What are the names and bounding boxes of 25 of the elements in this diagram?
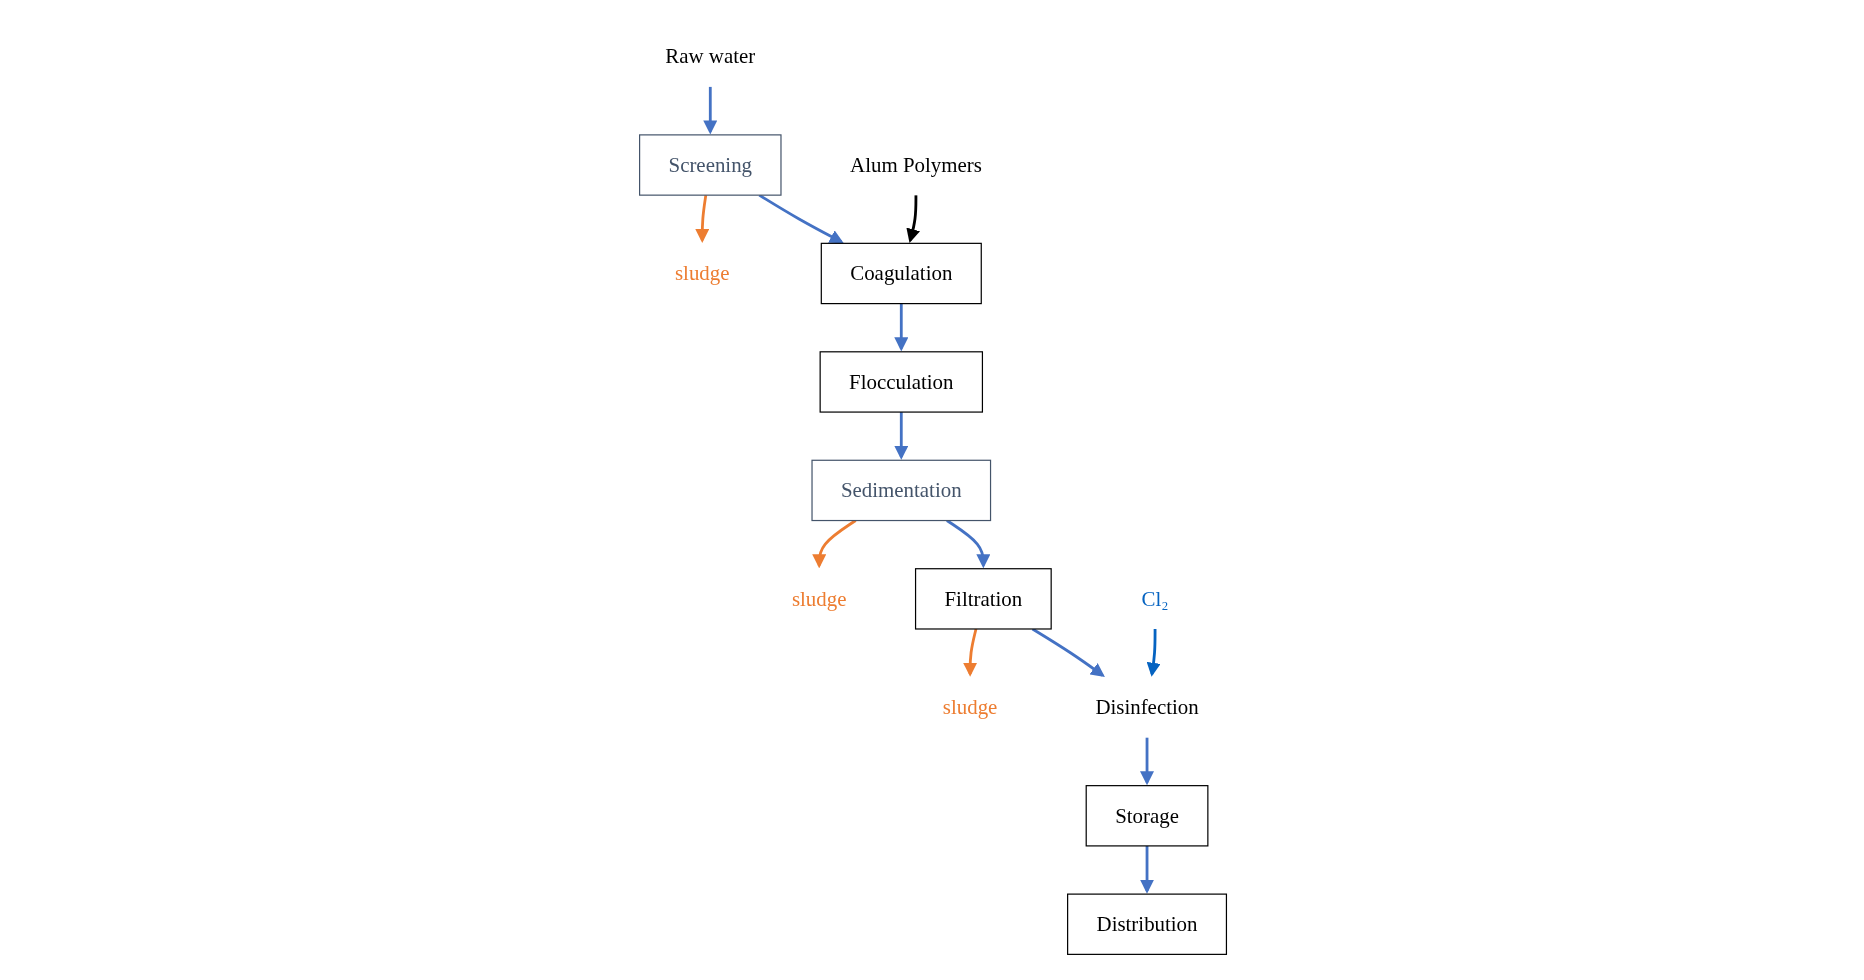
arrow bbox=[906, 194, 920, 243]
node-text: Raw water bbox=[665, 44, 756, 68]
arrow bbox=[1140, 845, 1155, 894]
node-box: Storage bbox=[1085, 784, 1209, 847]
arrow bbox=[894, 411, 909, 460]
arrow bbox=[703, 86, 718, 135]
node-box: Filtration bbox=[914, 567, 1052, 630]
node-box: Sedimentation bbox=[811, 459, 992, 521]
arrow bbox=[963, 628, 978, 677]
arrow bbox=[1146, 628, 1161, 677]
arrow bbox=[758, 193, 844, 243]
node-box: Screening bbox=[639, 133, 782, 196]
arrow bbox=[894, 303, 909, 351]
arrow bbox=[695, 194, 710, 243]
node-text: sludge bbox=[674, 261, 730, 285]
node-box: Flocculation bbox=[819, 350, 984, 413]
node-text: Disinfection bbox=[1095, 695, 1199, 719]
node-text: Alum Polymers bbox=[850, 152, 982, 177]
arrow bbox=[1031, 627, 1105, 677]
node-box: Distribution bbox=[1067, 893, 1228, 955]
node-box: Coagulation bbox=[820, 242, 982, 304]
node-text: sludge bbox=[791, 586, 847, 611]
node-text: sludge bbox=[942, 695, 998, 719]
arrow bbox=[1140, 737, 1155, 785]
node-text: Cl₂ bbox=[1141, 586, 1169, 611]
